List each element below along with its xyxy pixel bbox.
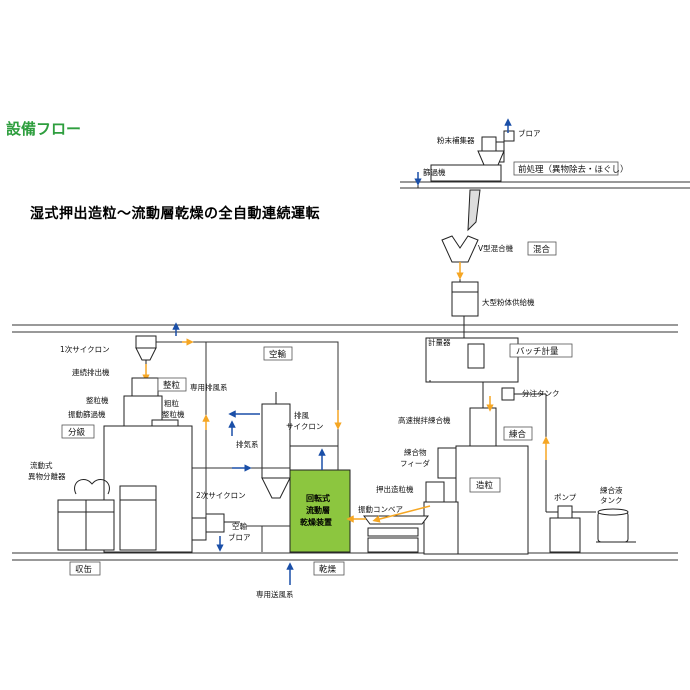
sieve-label: 篩過機 <box>423 167 446 177</box>
weigher <box>425 337 519 383</box>
pretreatment-tag <box>513 161 619 176</box>
exhaust-cyclone-label-1: 排風 <box>294 410 309 420</box>
coarse-sizer-label-2: 整粒機 <box>162 409 185 419</box>
air-blower-label-1: 空輸 <box>232 521 247 531</box>
exhaust-system-label: 排気系 <box>236 439 259 449</box>
kneaded-feeder <box>437 447 457 479</box>
primary-cyclone <box>135 326 177 380</box>
cyclone1-label: 1次サイクロン <box>60 344 110 354</box>
dryer-duct <box>246 525 290 552</box>
kneaded-feeder-label-2: フィーダ <box>400 458 430 468</box>
large-powder-feeder <box>451 281 479 340</box>
section-classification: 分級 <box>68 427 86 438</box>
section-batch: バッチ計量 <box>516 346 559 357</box>
granulator-label: 整粒機 <box>86 395 109 405</box>
foreign-separator <box>57 479 115 551</box>
section-airflow: 空輸 <box>269 349 287 360</box>
cyclone2-label: 2次サイクロン <box>196 490 246 500</box>
foreign-separator-label-2: 異物分離器 <box>28 471 66 481</box>
continuous-discharger-label: 連続排出機 <box>72 367 110 377</box>
extruder <box>423 481 459 555</box>
kneaded-feeder-label-1: 練合物 <box>404 447 427 457</box>
dedicated-exhaust-label: 専用排風系 <box>190 382 228 392</box>
floor-slabs <box>12 181 690 561</box>
liquid-tank-label-1: 練合液 <box>600 485 623 495</box>
high-speed-kneader <box>455 382 529 555</box>
vib-conveyor-label: 振動コンベア <box>358 504 403 514</box>
pump <box>545 500 596 553</box>
kneader-label: 高速撹拌練合機 <box>398 415 451 425</box>
dedicated-supply-label: 専用送風系 <box>256 589 294 599</box>
dust-collector-label: 粉末補集器 <box>437 135 475 145</box>
section-drying: 乾燥 <box>319 564 337 575</box>
page-heading: 設備フロー <box>6 120 82 138</box>
secondary-cyclone <box>191 513 240 541</box>
collection-can-1 <box>119 485 157 551</box>
liquid-tank-label-2: タンク <box>600 496 623 505</box>
vibration-conveyor <box>363 515 429 553</box>
section-pretreatment: 前処理（異物除去・ほぐし） <box>518 164 629 175</box>
section-mixing: 混合 <box>533 244 551 255</box>
extruder-label: 押出造粒機 <box>376 484 414 494</box>
pretreatment-unit <box>417 130 515 232</box>
foreign-separator-label-1: 流動式 <box>30 460 53 470</box>
fluid-bed-dryer <box>289 469 351 553</box>
section-granulation: 造粒 <box>476 480 494 491</box>
v-mixer-label: V型混合機 <box>478 243 514 253</box>
exhaust-cyclone-label-2: サイクロン <box>286 422 323 431</box>
fluid-bed-label-3: 乾燥装置 <box>300 517 332 527</box>
diagram-title: 湿式押出造粒～流動層乾燥の全自動連続運転 <box>30 206 320 222</box>
blower-top-label: ブロア <box>518 128 541 138</box>
coarse-sizer-label-1: 粗粒 <box>164 398 179 408</box>
air-blower-label-2: ブロア <box>228 532 251 542</box>
section-sizing: 整粒 <box>163 380 181 391</box>
pump-label: ポンプ <box>554 493 577 502</box>
dispense-tank-label: 分注タンク <box>522 388 560 398</box>
weigher-label: 計量器 <box>428 337 451 347</box>
section-collection: 収缶 <box>75 564 92 575</box>
liquid-tank <box>596 508 636 543</box>
fluid-bed-label-1: 回転式 <box>306 493 330 503</box>
section-kneading: 練合 <box>509 429 527 440</box>
exhaust-cyclone <box>261 392 339 499</box>
vib-sieve-label: 振動篩過機 <box>68 409 106 419</box>
feeder-label: 大型粉体供給機 <box>482 297 535 307</box>
fluid-bed-label-2: 流動層 <box>306 505 330 515</box>
